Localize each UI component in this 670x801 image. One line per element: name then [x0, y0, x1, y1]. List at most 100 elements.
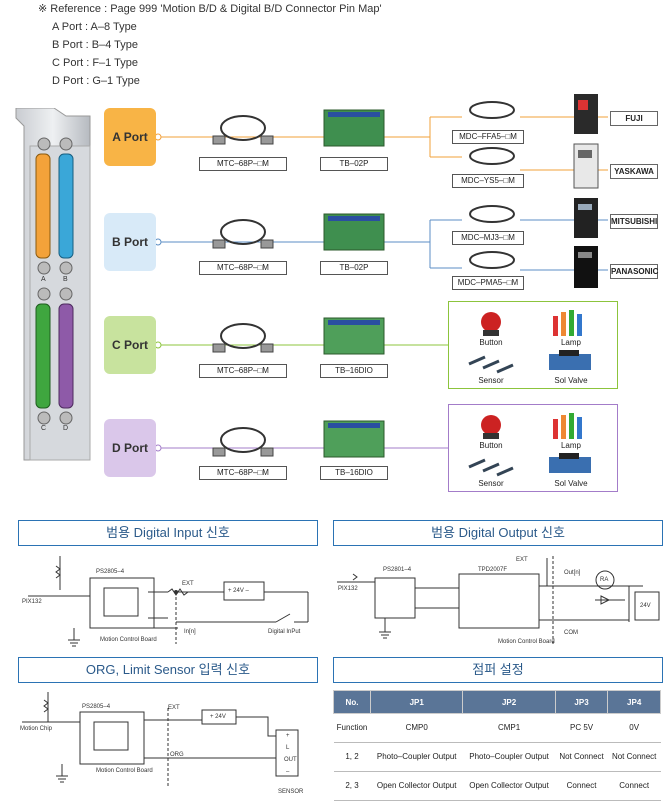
jumper-header-cell: JP3	[554, 690, 609, 714]
org-org-label: ORG	[170, 752, 184, 758]
do-ra-label: RA	[600, 577, 609, 583]
reference-title: ※ Reference : Page 999 'Motion B/D & Dig…	[38, 3, 382, 15]
branch-label-a1: MDC–FFA5–□M	[452, 130, 524, 144]
table-cell: Photo–Coupler Output	[370, 742, 463, 772]
jumper-table-header: No. JP1 JP2 JP3 JP4	[333, 690, 661, 714]
port-a-label: A Port	[112, 130, 148, 144]
do-ic-label: TPD2007F	[478, 567, 508, 573]
do-board-label: Motion Control Board	[498, 639, 555, 645]
org-pin-minus: –	[286, 769, 290, 775]
di-board-label: Motion Control Board	[100, 637, 157, 643]
brand-panasonic: PANASONIC	[610, 264, 658, 279]
bracket-label-d: D	[63, 425, 69, 432]
io-device-icons-c	[468, 310, 591, 374]
table-cell: Connect	[607, 771, 661, 801]
table-cell: Open Collector Output	[370, 771, 463, 801]
bracket-label-b: B	[63, 276, 68, 283]
do-com-label: COM	[564, 630, 578, 636]
table-cell: 1, 2	[333, 742, 371, 772]
reference-line-d: D Port : G–1 Type	[52, 75, 140, 87]
section-title-digital-input: 범용 Digital Input 신호	[18, 520, 318, 546]
do-ext-label: EXT	[516, 557, 528, 563]
di-in-label: In[n]	[184, 629, 196, 635]
port-c-label: C Port	[112, 338, 148, 352]
branch-label-a2: MDC–YS5–□M	[452, 174, 524, 188]
jumper-header-cell: No.	[333, 690, 371, 714]
servo-drive-icons	[573, 94, 599, 288]
branch-label-b1: MDC–MJ3–□M	[452, 231, 524, 245]
board-label-a: TB–02P	[320, 157, 388, 171]
di-switch-label: Digital InPut	[268, 629, 301, 635]
table-cell: Not Connect	[607, 742, 661, 772]
org-limit-schematic	[22, 692, 299, 786]
org-chip-name: Motion Chip	[20, 726, 53, 732]
io-device-box-c: Button Lamp Sensor Sol Valve	[448, 301, 618, 389]
bracket-label-c: C	[41, 425, 47, 432]
do-supply-label: 24V	[640, 603, 651, 609]
branch-cable-icons	[469, 101, 515, 269]
table-cell: Not Connect	[555, 742, 608, 772]
jumper-header-cell: JP1	[369, 690, 464, 714]
table-cell: CMP0	[370, 713, 463, 743]
cable-label-d: MTC–68P–□M	[199, 466, 287, 480]
cable-label-b: MTC–68P–□M	[199, 261, 287, 275]
port-d-label: D Port	[112, 441, 148, 455]
port-b-label: B Port	[112, 235, 148, 249]
table-row: Function CMP0 CMP1 PC 5V 0V	[333, 713, 661, 743]
org-sensor-label: SENSOR	[278, 789, 304, 795]
do-out-label: Out[n]	[564, 570, 581, 576]
board-label-d: TB–16DIO	[320, 466, 388, 480]
table-cell: CMP1	[462, 713, 556, 743]
do-pin-label: PIX132	[338, 586, 358, 592]
device-solvalve-d: Sol Valve	[554, 479, 588, 488]
reference-line-b: B Port : B–4 Type	[52, 39, 139, 51]
brand-fuji: FUJI	[610, 111, 658, 126]
brand-mitsubishi: MITSUBISHI	[610, 214, 658, 229]
digital-output-schematic	[337, 556, 660, 644]
di-supply-label: + 24V –	[228, 588, 249, 594]
device-solvalve-c: Sol Valve	[554, 376, 588, 385]
reference-line-a: A Port : A–8 Type	[52, 21, 137, 33]
di-pin-label: PIX132	[22, 599, 42, 605]
io-device-box-d: Button Lamp Sensor Sol Valve	[448, 404, 618, 492]
brand-yaskawa: YASKAWA	[610, 164, 658, 179]
section-title-org-limit: ORG, Limit Sensor 입력 신호	[18, 657, 318, 683]
port-a: A Port	[104, 108, 156, 166]
section-title-digital-output: 범용 Digital Output 신호	[333, 520, 663, 546]
table-cell: PC 5V	[555, 713, 608, 743]
jumper-table: No. JP1 JP2 JP3 JP4 Function CMP0 CMP1 P…	[333, 690, 661, 801]
section-title-jumper: 점퍼 설정	[333, 657, 663, 683]
branch-label-b2: MDC–PMA5–□M	[452, 276, 524, 290]
device-sensor-d: Sensor	[478, 479, 504, 488]
org-chip-label: PS2805–4	[82, 704, 111, 710]
cable-label-a: MTC–68P–□M	[199, 157, 287, 171]
board-label-c: TB–16DIO	[320, 364, 388, 378]
org-ext-label: EXT	[168, 705, 180, 711]
table-row: 1, 2 Photo–Coupler Output Photo–Coupler …	[333, 742, 661, 772]
io-device-icons-d	[468, 413, 591, 477]
table-cell: Open Collector Output	[462, 771, 556, 801]
org-pin-plus: +	[286, 733, 290, 739]
device-button-c: Button	[479, 338, 503, 347]
org-supply-label: + 24V	[210, 714, 226, 720]
org-board-label: Motion Control Board	[96, 768, 153, 774]
reference-line-c: C Port : F–1 Type	[52, 57, 139, 69]
board-label-b: TB–02P	[320, 261, 388, 275]
jumper-header-cell: JP2	[462, 690, 556, 714]
pci-bracket	[15, 108, 91, 461]
device-lamp-c: Lamp	[560, 338, 581, 347]
port-d: D Port	[104, 419, 156, 477]
port-b: B Port	[104, 213, 156, 271]
cable-label-c: MTC–68P–□M	[199, 364, 287, 378]
bracket-label-a: A	[41, 276, 46, 283]
device-lamp-d: Lamp	[560, 441, 581, 450]
di-chip-label: PS2805–4	[96, 569, 125, 575]
di-ext-label: EXT	[182, 581, 194, 587]
cable-icons	[212, 115, 274, 457]
device-button-d: Button	[479, 441, 503, 450]
table-cell: Function	[333, 713, 371, 743]
table-cell: Photo–Coupler Output	[462, 742, 556, 772]
org-pin-l: L	[286, 745, 290, 751]
table-cell: 0V	[607, 713, 661, 743]
table-row: 2, 3 Open Collector Output Open Collecto…	[333, 771, 661, 801]
